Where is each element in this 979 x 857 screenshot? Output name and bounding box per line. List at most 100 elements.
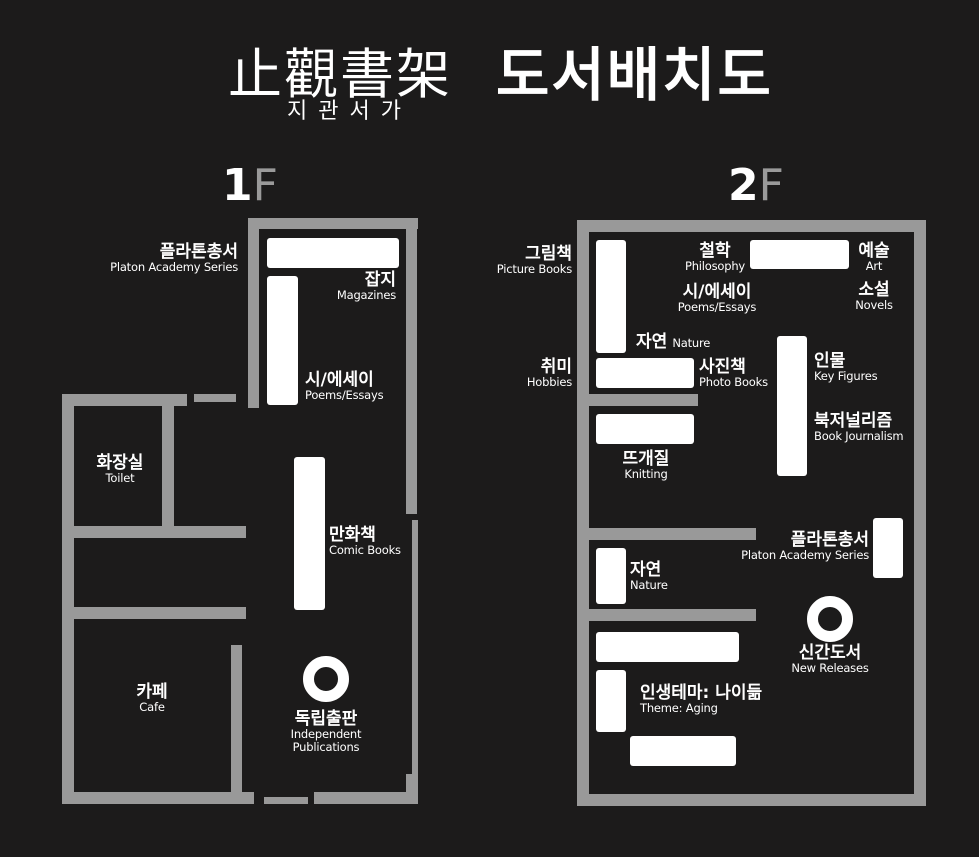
shelf-knitting: [596, 414, 694, 444]
floor-2-label: 2F: [728, 160, 784, 211]
shelf-theme-top: [596, 632, 739, 662]
shelf-comics: [294, 457, 325, 610]
label-art: 예술 Art: [850, 243, 898, 273]
label-en: Magazines: [336, 288, 396, 302]
shelf-magazines: [267, 238, 399, 268]
wall: [248, 218, 259, 408]
label-en: Art: [865, 259, 883, 273]
wall: [314, 792, 418, 804]
label-theme: 인생테마: 나이듦 Theme: Aging: [640, 685, 762, 715]
label-toilet: 화장실 Toilet: [80, 455, 160, 485]
label-philosophy: 철학 Philosophy: [675, 243, 755, 273]
floor-1-number: 1: [222, 160, 253, 211]
label-ko: 예술: [858, 241, 890, 261]
label-en: Independent: [290, 727, 362, 741]
display-table-independent: [303, 656, 349, 702]
label-knitting: 뜨개질 Knitting: [606, 451, 686, 481]
wall: [62, 792, 254, 804]
wall: [577, 609, 756, 621]
label-en: Comic Books: [329, 543, 401, 557]
label-hobbies: 취미 Hobbies: [510, 359, 572, 389]
label-ko: 인물: [814, 351, 846, 371]
label-ko: 북저널리즘: [814, 411, 893, 431]
label-independent: 독립출판 Independent Publications: [276, 711, 376, 753]
label-ko: 플라톤총서: [790, 530, 869, 550]
label-comics: 만화책 Comic Books: [329, 527, 401, 557]
wall: [62, 526, 246, 538]
label-en: Poems/Essays: [305, 388, 384, 402]
label-en: Novels: [855, 298, 893, 312]
wall: [231, 645, 242, 802]
wall: [917, 238, 923, 276]
label-platon-2f: 플라톤총서 Platon Academy Series: [728, 532, 869, 562]
wall: [406, 218, 417, 514]
label-ko: 사진책: [699, 357, 746, 377]
label-ko: 자연: [630, 560, 662, 580]
label-ko: 플라톤총서: [159, 242, 238, 262]
label-en: Book Journalism: [814, 429, 904, 443]
label-magazines: 잡지 Magazines: [316, 272, 396, 302]
label-poems-2f: 시/에세이 Poems/Essays: [670, 284, 764, 314]
label-en: Cafe: [139, 700, 165, 714]
label-ko: 카페: [136, 682, 168, 702]
label-ko: 신간도서: [798, 643, 862, 663]
label-en: Philosophy: [684, 259, 746, 273]
floor-2-number: 2: [728, 160, 759, 211]
label-en: Platon Academy Series: [110, 260, 238, 274]
shelf-nature: [596, 548, 626, 604]
label-picture-books: 그림책 Picture Books: [490, 246, 572, 276]
label-en: Platon Academy Series: [741, 548, 869, 562]
wall: [62, 394, 187, 406]
wall: [62, 394, 74, 804]
shelf-picture-books: [596, 240, 626, 353]
wall: [577, 794, 926, 806]
wall: [264, 797, 308, 804]
wall: [62, 607, 246, 619]
label-en: Key Figures: [814, 369, 878, 383]
label-nature-bottom: 자연 Nature: [630, 562, 668, 592]
wall: [412, 520, 418, 778]
title-hanja: 止觀書架: [228, 43, 452, 106]
wall: [577, 394, 698, 406]
floor-1-label: 1F: [222, 160, 278, 211]
label-key-figures: 인물 Key Figures: [814, 351, 878, 383]
wall: [577, 220, 589, 806]
label-ko: 잡지: [364, 270, 396, 290]
label-en: Knitting: [624, 467, 668, 481]
label-en: Theme: Aging: [640, 701, 718, 715]
label-en: Publications: [292, 739, 360, 754]
wall: [577, 528, 756, 540]
label-photo-books: 사진책 Photo Books: [699, 359, 768, 389]
label-new-releases: 신간도서 New Releases: [780, 645, 880, 675]
label-en: Hobbies: [526, 375, 572, 389]
label-ko: 독립출판: [294, 709, 358, 729]
label-ko: 그림책: [525, 244, 572, 264]
title-korean: 도서배치도: [496, 41, 773, 109]
shelf-platon-2f: [873, 518, 903, 578]
shelf-theme-bottom: [630, 736, 736, 766]
label-book-journalism: 북저널리즘 Book Journalism: [814, 411, 904, 443]
shelf-photo-books: [596, 358, 694, 388]
label-en: Picture Books: [496, 262, 572, 276]
label-ko: 시/에세이: [305, 370, 374, 390]
label-ko: 화장실: [96, 453, 144, 473]
wall: [406, 774, 418, 804]
floor-2-suffix: F: [758, 160, 784, 211]
label-ko: 인생테마: 나이듦: [640, 683, 763, 703]
label-en: Nature: [672, 336, 711, 350]
label-nature-top: 자연 Nature: [636, 334, 710, 351]
title-reading: 지관서가: [287, 99, 412, 124]
label-ko: 시/에세이: [682, 282, 752, 302]
wall: [248, 218, 418, 229]
label-ko: 뜨개질: [622, 449, 670, 469]
label-ko: 철학: [699, 241, 731, 261]
floor-1-suffix: F: [252, 160, 278, 211]
shelf-poems: [267, 276, 298, 405]
wall: [194, 394, 236, 402]
label-cafe: 카페 Cafe: [112, 684, 192, 714]
label-ko: 자연: [636, 332, 668, 352]
shelf-theme-side: [596, 670, 626, 732]
label-en: Toilet: [105, 471, 135, 485]
wall: [162, 394, 174, 534]
shelf-philosophy-art: [750, 240, 849, 269]
